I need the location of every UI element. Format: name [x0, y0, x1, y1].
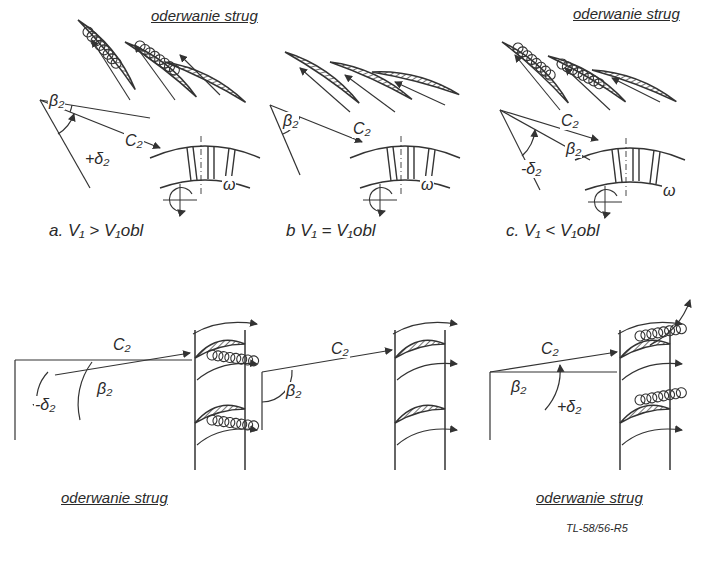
vector-angle-label: β₂: [96, 380, 113, 398]
vector-angle-label: C₂: [112, 336, 132, 354]
vector-angle-label: β₂: [48, 92, 65, 110]
flow-separation-label: oderwanie strug: [60, 490, 169, 507]
flow-separation-label: oderwanie strug: [572, 6, 681, 23]
vector-angle-label: β₂: [565, 140, 582, 158]
drawing-number: TL-58/56-R5: [565, 522, 629, 534]
cascade-b-bottom: [262, 322, 457, 470]
vector-angle-label: +δ₂: [84, 150, 110, 168]
cascade-c-top: [499, 38, 685, 218]
case-caption: c. V₁ < V₁obl: [505, 222, 600, 241]
cascade-c-bottom: [490, 300, 690, 470]
cascade-b-top: [270, 48, 461, 216]
vector-angle-label: -δ₂: [520, 160, 542, 178]
vector-angle-label: C₂: [352, 120, 372, 138]
vector-angle-label: ω: [420, 176, 434, 194]
vector-angle-label: β₂: [285, 382, 302, 400]
case-caption: a. V₁ > V₁obl: [48, 222, 144, 241]
cascade-a-bottom: [15, 322, 259, 470]
vector-angle-label: C₂: [330, 340, 350, 358]
flow-separation-label: oderwanie strug: [535, 490, 644, 507]
vector-angle-label: -δ₂: [34, 396, 56, 414]
vector-angle-label: β₂: [282, 112, 299, 130]
vector-angle-label: C₂: [560, 112, 580, 130]
vector-angle-label: ω: [662, 182, 676, 200]
vector-angle-label: C₂: [124, 132, 144, 150]
vector-angle-label: +δ₂: [556, 398, 582, 416]
flow-separation-label: oderwanie strug: [150, 8, 259, 25]
vector-angle-label: C₂: [540, 340, 560, 358]
vector-angle-label: β₂: [510, 378, 527, 396]
vector-angle-label: ω: [222, 176, 236, 194]
case-caption: b V₁ = V₁obl: [285, 222, 377, 241]
cascade-a-top: [40, 17, 260, 216]
